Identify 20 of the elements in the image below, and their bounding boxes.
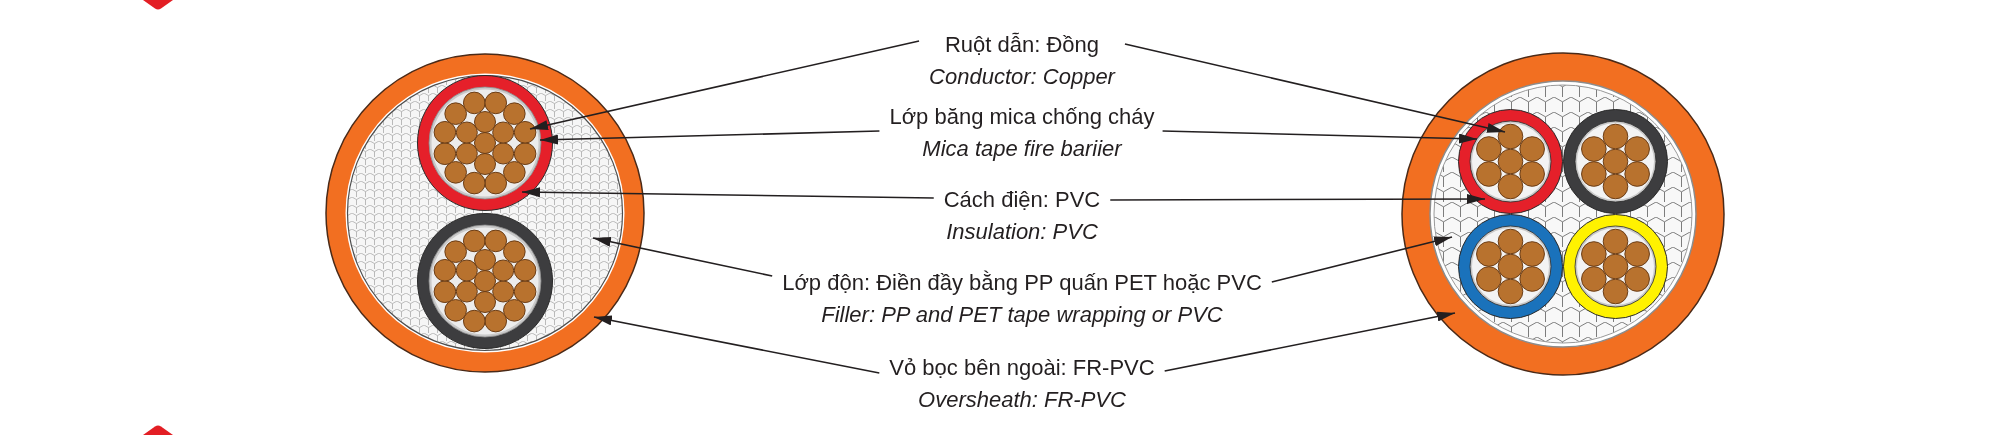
layer-name: Lớp băng mica chống cháy <box>889 103 1155 131</box>
layer-name: Cách điện: PVC <box>943 186 1101 214</box>
layer-name-english: Filler: PP and PET tape wrapping or PVC <box>821 301 1223 329</box>
leader-line <box>1271 236 1453 283</box>
leader-line <box>521 187 935 199</box>
layer-name-english: Insulation: PVC <box>946 218 1098 246</box>
layer-name-english: Conductor: Copper <box>929 63 1115 91</box>
leader-line <box>593 315 881 374</box>
leader-line <box>1124 43 1506 133</box>
leader-line <box>592 236 773 277</box>
leader-line <box>1163 311 1456 372</box>
layer-name: Vỏ bọc bên ngoài: FR-PVC <box>889 354 1155 382</box>
layer-name: Lớp độn: Điền đầy bằng PP quấn PET hoặc PVC <box>782 269 1262 297</box>
leader-line <box>1161 130 1478 144</box>
layer-name-english: Oversheath: FR-PVC <box>918 386 1126 414</box>
leader-line <box>539 130 881 145</box>
layer-name: Ruột dẫn: Đồng <box>944 31 1100 59</box>
leader-line <box>529 40 920 130</box>
layer-name-english: Mica tape fire bariier <box>922 135 1122 163</box>
leader-line <box>1109 194 1486 205</box>
